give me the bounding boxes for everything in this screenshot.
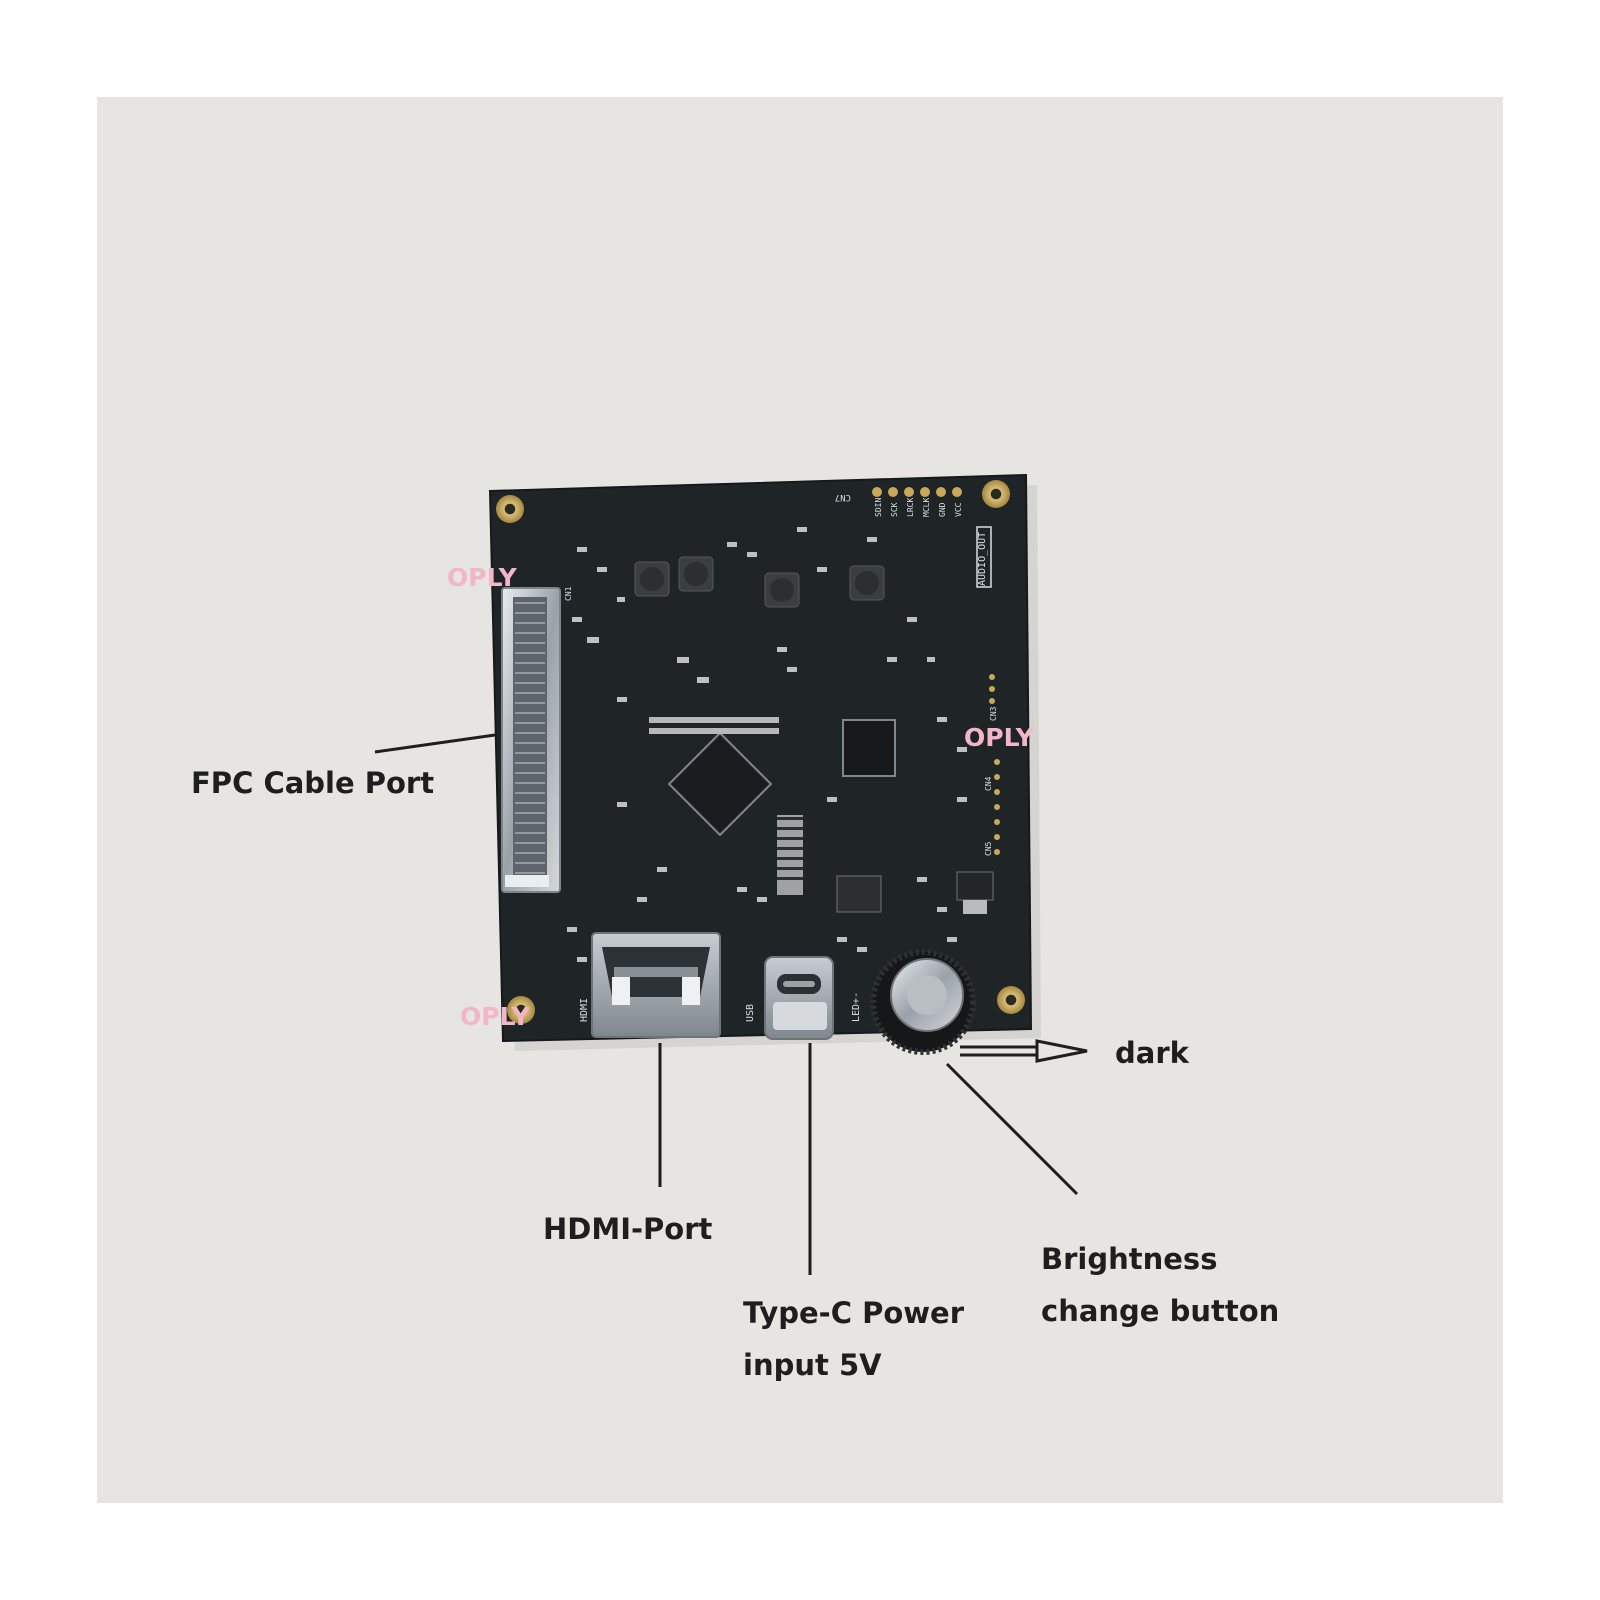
- mounting-hole-bottom-left: [507, 996, 535, 1024]
- watermark-oply-3: OPLY: [460, 1002, 530, 1031]
- pcb-board: [488, 473, 1033, 1043]
- svg-text:SDIN: SDIN: [874, 498, 883, 517]
- silk-led: LED+-: [851, 992, 862, 1022]
- pcb-board-illustration: CN7 AUDIO_OUT CN1 CN3 CN4 CN5 HDMI USB L…: [488, 473, 1041, 1055]
- silk-header-pins: SDIN SCK LRCK MCLK GND VCC: [874, 498, 963, 517]
- silk-cn1: CN1: [564, 586, 573, 601]
- brightness-label-line1: Brightness: [1041, 1242, 1218, 1276]
- mounting-hole-top-left: [496, 495, 524, 523]
- svg-text:LRCK: LRCK: [906, 498, 915, 517]
- svg-text:GND: GND: [938, 502, 947, 517]
- svg-text:SCK: SCK: [890, 502, 899, 517]
- brightness-wheel: [870, 949, 976, 1055]
- silk-cn7: CN7: [835, 492, 851, 502]
- typec-power-label-line2: input 5V: [743, 1348, 882, 1382]
- silk-usb: USB: [745, 1004, 756, 1022]
- silk-cn3: CN3: [989, 706, 998, 721]
- fpc-connector: [501, 587, 561, 893]
- audio-header: [872, 487, 962, 497]
- silk-hdmi: HDMI: [579, 998, 590, 1022]
- silk-audio-out: AUDIO_OUT: [977, 532, 988, 586]
- svg-text:VCC: VCC: [954, 502, 963, 517]
- dark-label: dark: [1115, 1036, 1189, 1070]
- mounting-hole-bottom-right: [997, 986, 1025, 1014]
- svg-text:MCLK: MCLK: [922, 498, 931, 517]
- product-photo: CN7 AUDIO_OUT CN1 CN3 CN4 CN5 HDMI USB L…: [97, 97, 1503, 1503]
- typec-power-label-line1: Type-C Power: [743, 1296, 965, 1330]
- usb-c-port: [764, 956, 834, 1040]
- hdmi-port-label: HDMI-Port: [543, 1212, 713, 1246]
- secondary-ic: [842, 719, 896, 777]
- mounting-hole-top-right: [982, 480, 1010, 508]
- fpc-cable-port-label: FPC Cable Port: [191, 766, 435, 800]
- main-ic: [667, 731, 773, 837]
- inductors: [634, 556, 885, 608]
- silk-cn4: CN4: [984, 776, 993, 791]
- watermark-oply-2: OPLY: [964, 723, 1034, 752]
- watermark-oply-1: OPLY: [447, 563, 517, 592]
- brightness-label-line2: change button: [1041, 1294, 1280, 1328]
- silk-cn5: CN5: [984, 841, 993, 856]
- hdmi-port: [591, 932, 721, 1038]
